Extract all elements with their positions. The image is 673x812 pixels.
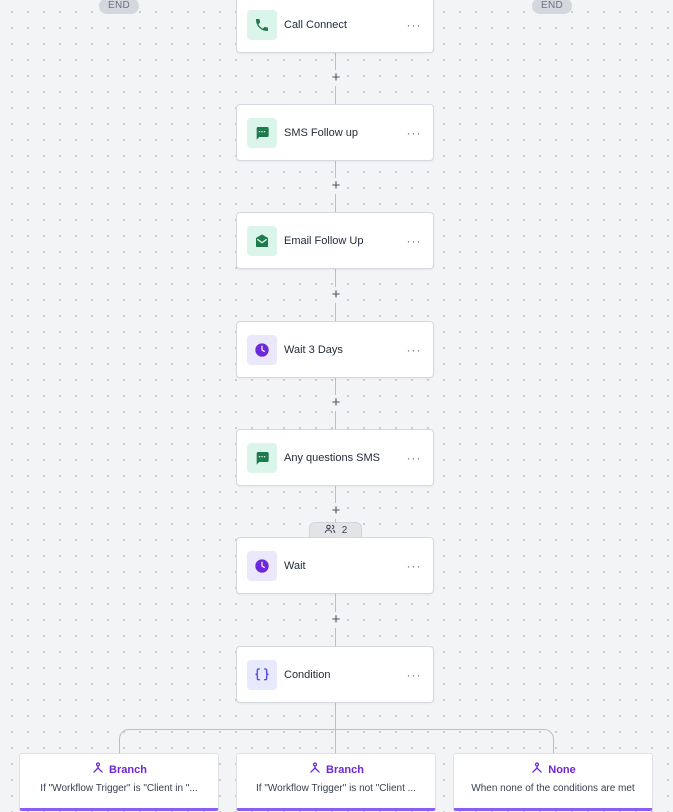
branch-card-2[interactable]: Branch If "Workflow Trigger" is not "Cli…	[236, 753, 436, 811]
branch-title: Branch	[326, 763, 364, 776]
more-options-icon[interactable]: ···	[406, 558, 422, 573]
branch-connector-left-curve	[119, 729, 130, 740]
more-options-icon[interactable]: ···	[406, 667, 422, 682]
more-options-icon[interactable]: ···	[406, 17, 422, 32]
branch-connector-left	[119, 738, 120, 753]
step-label: SMS Follow up	[284, 126, 358, 139]
step-condition[interactable]: Condition ···	[236, 646, 434, 703]
users-icon	[324, 523, 336, 538]
add-step-button[interactable]: +	[328, 612, 344, 628]
step-email-follow-up[interactable]: Email Follow Up ···	[236, 212, 434, 269]
branch-icon	[91, 761, 105, 778]
more-options-icon[interactable]: ···	[406, 342, 422, 357]
add-step-button[interactable]: +	[328, 395, 344, 411]
step-label: Call Connect	[284, 18, 347, 31]
braces-icon	[247, 659, 277, 690]
step-label: Wait 3 Days	[284, 343, 343, 356]
step-wait[interactable]: Wait ···	[236, 537, 434, 594]
branch-connector-right	[553, 738, 554, 753]
step-wait-3-days[interactable]: Wait 3 Days ···	[236, 321, 434, 378]
contacts-count: 2	[341, 524, 348, 536]
step-label: Email Follow Up	[284, 234, 364, 247]
more-options-icon[interactable]: ···	[406, 233, 422, 248]
step-call-connect[interactable]: Call Connect ···	[236, 0, 434, 53]
branch-icon	[530, 761, 544, 778]
more-options-icon[interactable]: ···	[406, 450, 422, 465]
add-step-button[interactable]: +	[328, 503, 344, 519]
branch-card-none[interactable]: None When none of the conditions are met	[453, 753, 653, 811]
branch-connector-horizontal	[128, 729, 544, 730]
contacts-count-badge[interactable]: 2	[309, 522, 362, 537]
step-label: Condition	[284, 668, 331, 681]
add-step-button[interactable]: +	[328, 287, 344, 303]
clock-icon	[247, 334, 277, 365]
end-pill-right: END	[532, 0, 572, 14]
branch-card-1[interactable]: Branch If "Workflow Trigger" is "Client …	[19, 753, 219, 811]
add-step-button[interactable]: +	[328, 70, 344, 86]
step-label: Wait	[284, 559, 306, 572]
branch-description: If "Workflow Trigger" is "Client in "...	[40, 783, 198, 794]
phone-icon	[247, 9, 277, 40]
end-pill-left: END	[99, 0, 139, 14]
step-sms-follow-up[interactable]: SMS Follow up ···	[236, 104, 434, 161]
message-icon	[247, 442, 277, 473]
step-label: Any questions SMS	[284, 451, 380, 464]
more-options-icon[interactable]: ···	[406, 125, 422, 140]
message-icon	[247, 117, 277, 148]
branch-icon	[308, 761, 322, 778]
branch-title: None	[548, 763, 576, 776]
step-any-questions-sms[interactable]: Any questions SMS ···	[236, 429, 434, 486]
envelope-icon	[247, 225, 277, 256]
branch-title: Branch	[109, 763, 147, 776]
branch-description: If "Workflow Trigger" is not "Client ...	[256, 783, 416, 794]
clock-icon	[247, 550, 277, 581]
branch-description: When none of the conditions are met	[471, 783, 635, 794]
branch-connector-middle	[335, 729, 336, 753]
add-step-button[interactable]: +	[328, 178, 344, 194]
